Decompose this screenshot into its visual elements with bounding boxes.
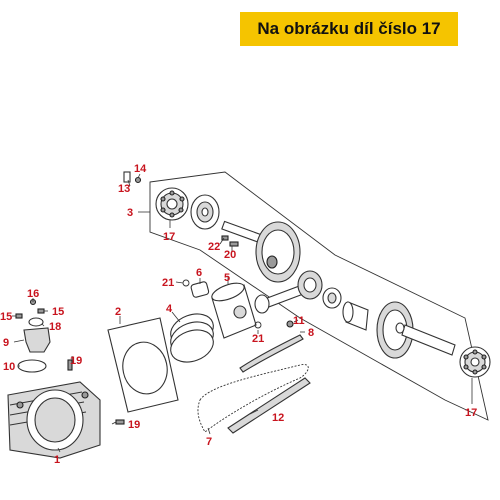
callout-21-bottom: 21	[252, 333, 264, 345]
cylinder	[7, 381, 101, 459]
callout-4: 4	[166, 303, 173, 315]
callout-15-left: 15	[0, 311, 12, 323]
key-22	[221, 235, 229, 241]
crankshaft-left	[221, 220, 301, 283]
crankshaft-frame	[149, 171, 489, 421]
key-20	[229, 241, 239, 247]
callout-19-top: 19	[70, 355, 82, 367]
crank-pin	[342, 301, 369, 331]
bolt-15-left	[15, 313, 23, 319]
cylinder-gasket	[107, 317, 179, 413]
callout-17-right: 17	[465, 407, 477, 419]
bolt-11	[286, 320, 294, 328]
callout-3: 3	[127, 207, 133, 219]
bolt-15-right	[37, 308, 45, 314]
piston	[211, 282, 257, 339]
bolt-19-bottom	[115, 419, 125, 425]
callout-20: 20	[224, 249, 236, 261]
callout-6: 6	[196, 267, 202, 279]
callout-11: 11	[293, 315, 305, 327]
bearing-left	[155, 187, 189, 221]
callout-10: 10	[3, 361, 15, 373]
callout-1: 1	[54, 454, 60, 466]
tensioner-9	[23, 327, 51, 353]
bolt-14	[134, 176, 142, 184]
callout-5: 5	[224, 272, 230, 284]
leader-lines	[12, 173, 473, 453]
piston-rings	[170, 313, 214, 363]
gasket-10	[17, 359, 47, 373]
callout-15-right: 15	[52, 306, 64, 318]
banner-text: Na obrázku díl číslo 17	[257, 19, 441, 38]
piston-pin	[190, 281, 210, 298]
clip-21	[182, 279, 190, 287]
crankshaft-right	[376, 301, 456, 359]
callout-16: 16	[27, 288, 39, 300]
callout-18: 18	[49, 321, 61, 333]
cam-chain	[197, 364, 309, 433]
callout-2: 2	[115, 306, 121, 318]
highlight-banner: Na obrázku díl číslo 17	[240, 12, 458, 46]
callout-19-bottom: 19	[128, 419, 140, 431]
bolt-19-top	[67, 359, 73, 371]
callout-14: 14	[134, 163, 147, 175]
callout-9: 9	[3, 337, 9, 349]
washer-13	[123, 171, 131, 183]
callout-7: 7	[206, 436, 212, 448]
clip-21b	[254, 321, 262, 329]
washer-18	[28, 317, 44, 327]
bearing-right	[459, 346, 491, 378]
callout-21-top: 21	[162, 277, 174, 289]
callout-22: 22	[208, 241, 220, 253]
callout-12: 12	[272, 412, 284, 424]
oil-seal	[190, 194, 220, 230]
chain-guide-upper	[239, 334, 304, 373]
callout-13: 13	[118, 183, 130, 195]
callout-8: 8	[308, 327, 314, 339]
connecting-rod	[254, 270, 323, 314]
crank-bushing	[322, 287, 342, 309]
chain-guide-lower	[227, 377, 311, 434]
callout-17-left: 17	[163, 231, 175, 243]
